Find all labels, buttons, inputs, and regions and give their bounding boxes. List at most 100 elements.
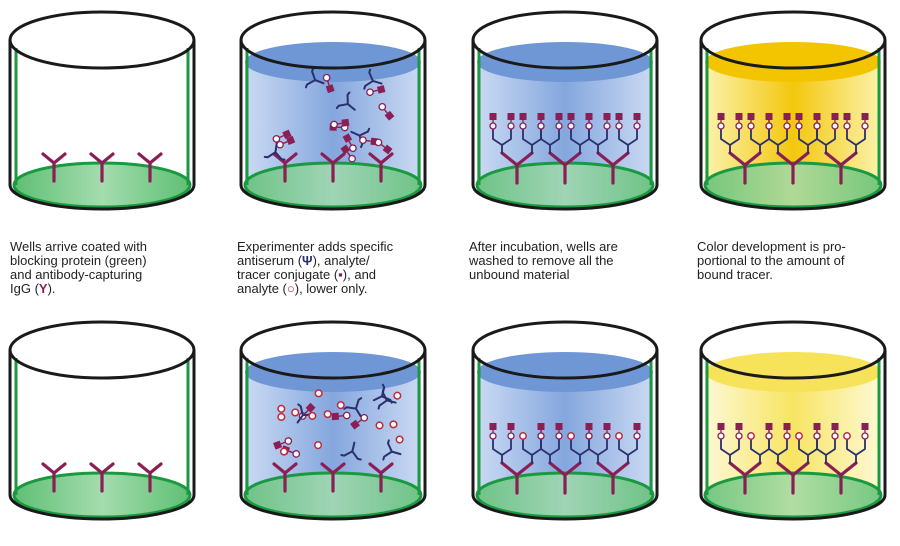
antiserum: [335, 91, 356, 111]
well-rim: [8, 320, 196, 380]
bound-tracer-label: [519, 113, 527, 120]
bound-tracer-label: [765, 423, 773, 430]
bound-complex: [537, 423, 593, 495]
bound-tracer-ring: [555, 432, 563, 440]
capture-igg: [89, 152, 115, 183]
analyte: [277, 412, 286, 422]
bound-complex: [585, 423, 641, 495]
antiserum: [340, 441, 362, 461]
analyte: [314, 389, 323, 398]
well-floor: [705, 473, 881, 517]
well-outline: [699, 40, 887, 211]
antiserum: [343, 397, 363, 418]
bound-tracer-label: [633, 423, 641, 430]
caption-text: After incubation, wells are washed to re…: [469, 239, 618, 282]
bound-tracer-label: [507, 423, 515, 430]
bound-analyte: [747, 432, 755, 440]
legend-glyph-plum: Y: [38, 281, 48, 296]
bound-tracer-ring: [489, 432, 497, 440]
legend-glyph-plum: ▪: [338, 267, 343, 282]
caption-text: ), and analyte (: [237, 267, 377, 296]
well-liquid-surface: [705, 42, 881, 82]
bound-tracer-label: [567, 113, 575, 120]
bound-tracer-ring: [735, 122, 743, 130]
well-top-developed: [699, 10, 887, 211]
bound-tracer-ring: [603, 122, 611, 130]
tracer-conjugate: [374, 138, 393, 155]
bound-tracer-label: [537, 113, 545, 120]
bound-tracer-ring: [795, 122, 803, 130]
well-floor: [477, 473, 653, 517]
bound-tracer-ring: [537, 432, 545, 440]
well-liquid-surface: [705, 352, 881, 392]
bound-tracer-label: [615, 113, 623, 120]
bound-tracer-label: [861, 113, 869, 120]
bound-tracer-ring: [861, 432, 869, 440]
bound-tracer-label: [843, 113, 851, 120]
tracer-conjugate: [342, 133, 357, 153]
bound-tracer-label: [633, 113, 641, 120]
well-rim: [8, 10, 196, 70]
capture-igg: [137, 152, 163, 183]
bound-analyte: [519, 432, 527, 440]
tracer-conjugate: [350, 413, 369, 430]
bound-tracer-ring: [633, 122, 641, 130]
caption-text: ).: [47, 281, 56, 296]
bound-tracer-ring: [831, 432, 839, 440]
bound-tracer-ring: [633, 432, 641, 440]
capture-igg: [41, 462, 67, 493]
well-outline: [239, 350, 427, 521]
bound-tracer-ring: [813, 122, 821, 130]
capture-igg: [368, 152, 394, 183]
well-top-washed: [471, 10, 659, 211]
bound-tracer-ring: [861, 122, 869, 130]
well-bottom-added: [239, 320, 427, 521]
well-floor: [477, 163, 653, 207]
tracer-conjugate: [378, 102, 395, 121]
analyte: [395, 435, 404, 444]
analyte: [323, 410, 332, 419]
well-liquid-surface: [245, 42, 421, 82]
bound-tracer-ring: [507, 432, 515, 440]
bound-tracer-ring: [489, 122, 497, 130]
analyte: [336, 401, 345, 410]
bound-tracer-label: [585, 113, 593, 120]
caption-added: Experimenter adds specific antiserum (Ψ)…: [237, 240, 447, 296]
antiserum: [382, 439, 402, 461]
bound-tracer-ring: [519, 122, 527, 130]
caption-coated: Wells arrive coated with blocking protei…: [10, 240, 220, 296]
well-outline: [8, 40, 196, 211]
antiserum: [363, 68, 383, 90]
bound-analyte: [843, 432, 851, 440]
caption-text: ), analyte/ tracer conjugate (: [237, 253, 370, 282]
bound-tracer-ring: [783, 122, 791, 130]
tracer-conjugate: [273, 437, 293, 450]
bound-tracer-label: [603, 423, 611, 430]
caption-developed: Color development is pro- portional to t…: [697, 240, 900, 282]
bound-tracer-ring: [555, 122, 563, 130]
tracer-conjugate: [322, 73, 335, 94]
bound-tracer-label: [555, 423, 563, 430]
bound-tracer-label: [585, 423, 593, 430]
bound-tracer-label: [795, 113, 803, 120]
caption-text: Wells arrive coated with blocking protei…: [10, 239, 148, 296]
bound-complex: [585, 113, 641, 185]
well-rim: [699, 10, 887, 70]
bound-analyte: [567, 432, 575, 440]
bound-tracer-ring: [567, 122, 575, 130]
well-liquid-surface: [477, 42, 653, 82]
antiserum: [296, 403, 316, 424]
bound-tracer-ring: [585, 432, 593, 440]
well-rim: [471, 10, 659, 70]
antiserum: [377, 388, 397, 410]
analyte: [279, 447, 289, 456]
well-liquid-surface: [245, 352, 421, 392]
bound-tracer-label: [717, 113, 725, 120]
bound-tracer-label: [555, 113, 563, 120]
bound-tracer-label: [831, 423, 839, 430]
bound-analyte: [615, 432, 623, 440]
well-floor: [705, 163, 881, 207]
bound-tracer-label: [717, 423, 725, 430]
caption-text: ), lower only.: [294, 281, 368, 296]
